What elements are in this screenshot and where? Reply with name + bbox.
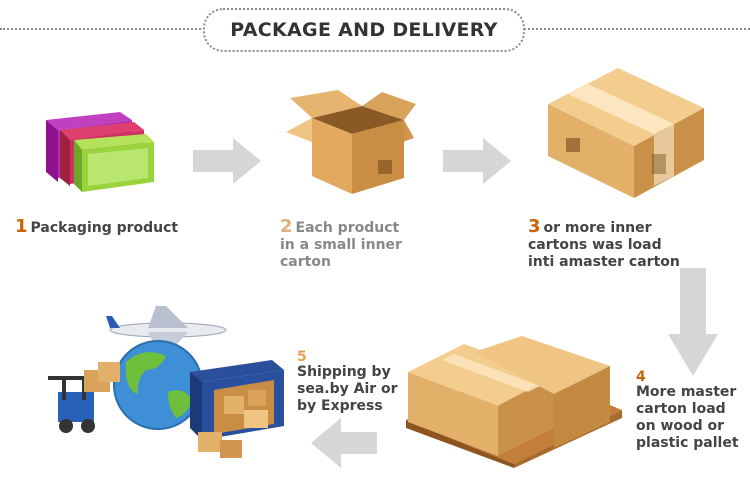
title-banner: PACKAGE AND DELIVERY	[203, 8, 525, 52]
step-4-line-3: on wood or	[636, 418, 725, 434]
title-divider-left	[0, 28, 205, 30]
step-5-label: 5 Shipping by sea.by Air or by Express	[297, 350, 398, 415]
down-arrow-icon	[668, 268, 718, 376]
product-packaging-icon	[46, 112, 154, 192]
step-3-line-2: cartons was load	[528, 237, 662, 253]
step-1-number: 1	[15, 216, 28, 237]
step-4-line-1: More master	[636, 384, 737, 400]
step-5-line-3: by Express	[297, 398, 383, 414]
page-title: PACKAGE AND DELIVERY	[230, 19, 498, 41]
step-4-line-4: plastic pallet	[636, 435, 739, 451]
step-2-number: 2	[280, 216, 293, 237]
step-3-number: 3	[528, 216, 541, 237]
step-2-line-3: carton	[280, 254, 331, 270]
step-4-label: 4 More master carton load on wood or pla…	[636, 370, 739, 452]
open-carton-icon	[286, 90, 416, 194]
step-1-line-1: Packaging product	[30, 220, 179, 236]
step-3-line-1: or more inner	[543, 220, 652, 236]
step-5-line-2: sea.by Air or	[297, 381, 398, 397]
right-arrow-icon	[193, 138, 261, 184]
master-carton-icon	[548, 68, 704, 198]
pallet-cartons-icon	[406, 336, 622, 468]
step-4-line-2: carton load	[636, 401, 726, 417]
right-arrow-icon	[443, 138, 511, 184]
forklift-icon	[48, 362, 120, 433]
step-2-line-2: in a small inner	[280, 237, 402, 253]
step-5-number: 5	[297, 349, 307, 365]
step-5-line-1: Shipping by	[297, 364, 391, 380]
airplane-icon	[106, 306, 227, 352]
globe-shipping-icon	[48, 306, 284, 458]
title-divider-right	[520, 28, 750, 30]
shipping-truck-icon	[190, 360, 284, 458]
globe-icon	[113, 340, 203, 430]
left-arrow-icon	[311, 418, 377, 468]
step-4-number: 4	[636, 369, 646, 385]
step-2-line-1: Each product	[295, 220, 400, 236]
step-3-line-3: inti amaster carton	[528, 254, 680, 270]
